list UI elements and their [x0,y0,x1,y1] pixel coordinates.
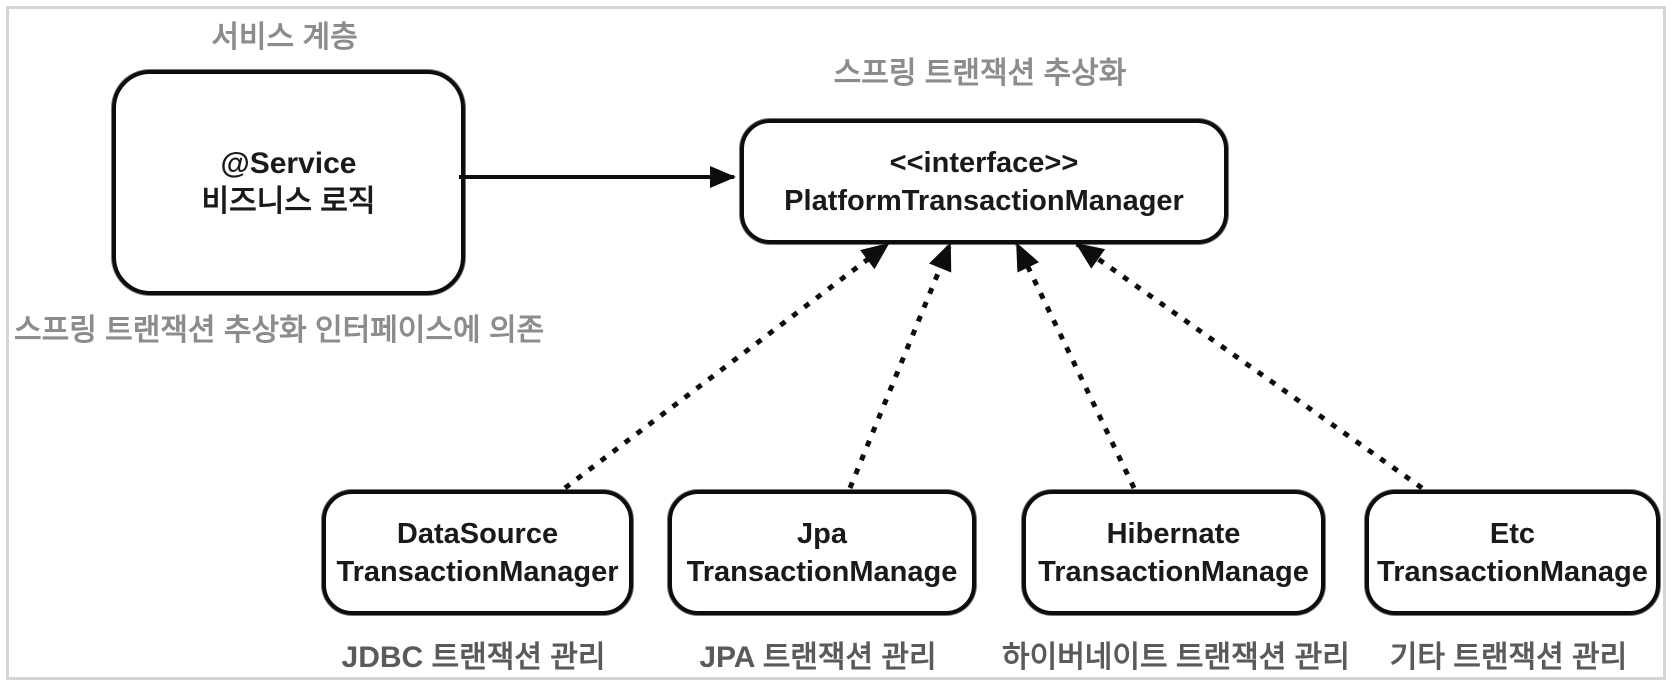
impl-line2: TransactionManager [336,555,619,588]
service-node-line2: 비즈니스 로직 [201,184,376,218]
label-spring-tx-abstraction: 스프링 트랜잭션 추상화 [833,57,1127,90]
caption-jpa: JPA 트랜잭션 관리 [699,641,937,674]
impl-line1: Jpa [797,517,847,550]
label-depends-on-abstraction: 스프링 트랜잭션 추상화 인터페이스에 의존 [14,314,545,347]
jpa-transaction-manager-node: Jpa TransactionManage [668,490,976,615]
interface-name: PlatformTransactionManager [784,184,1184,217]
service-node: @Service 비즈니스 로직 [112,70,465,295]
dotted-arrow-jpa-to-interface [847,242,953,489]
platform-transaction-manager-node: <<interface>> PlatformTransactionManager [740,119,1228,244]
impl-line1: DataSource [396,517,559,550]
dotted-arrow-hibernate-to-interface [1014,242,1137,490]
caption-etc: 기타 트랜잭션 관리 [1389,641,1628,674]
caption-jdbc: JDBC 트랜잭션 관리 [341,641,606,674]
dotted-arrow-datasource-to-interface [563,242,890,490]
dotted-arrow-etc-to-interface [1075,241,1424,491]
service-node-line1: @Service [220,146,357,180]
interface-stereotype: <<interface>> [889,146,1079,179]
impl-line2: TransactionManage [1377,555,1648,588]
impl-line2: TransactionManage [1038,555,1309,588]
datasource-transaction-manager-node: DataSource TransactionManager [322,490,633,615]
impl-line2: TransactionManage [686,555,958,588]
etc-transaction-manager-node: Etc TransactionManage [1365,490,1660,615]
impl-line1: Hibernate [1106,517,1241,550]
hibernate-transaction-manager-node: Hibernate TransactionManage [1022,490,1325,615]
caption-hibernate: 하이버네이트 트랜잭션 관리 [1002,641,1350,674]
label-service-layer: 서비스 계층 [211,21,358,54]
impl-line1: Etc [1489,517,1536,550]
